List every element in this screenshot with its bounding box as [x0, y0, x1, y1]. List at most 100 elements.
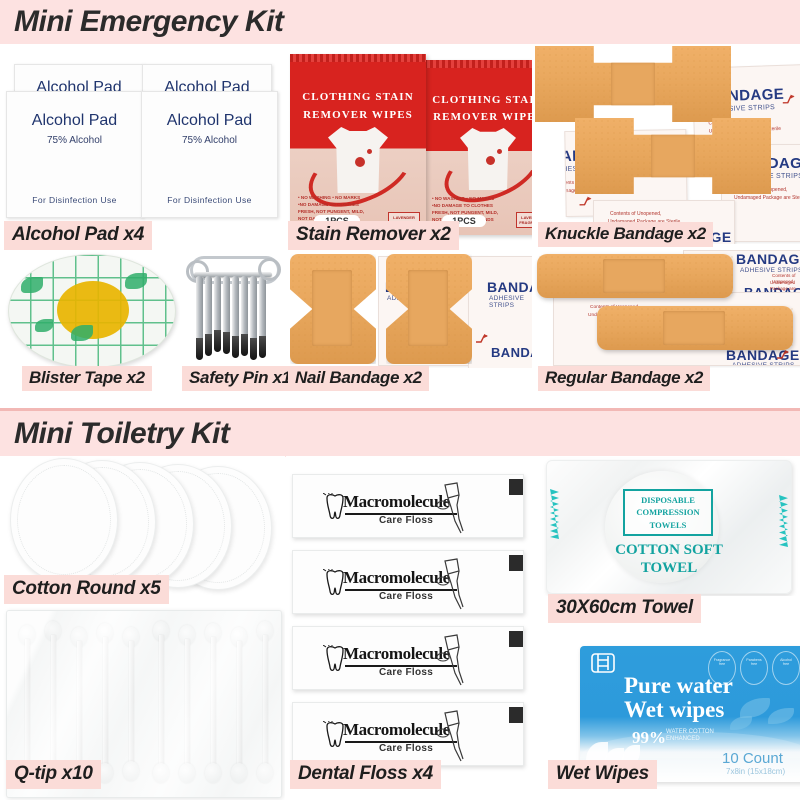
item-nail-bandage: BANDAGE ADHESIVE STRIPS BANDAGE Contents… [286, 250, 532, 368]
qtip-stick [76, 641, 82, 769]
safety-pin-tip [259, 336, 266, 358]
bandage-pad [408, 270, 448, 346]
bandage-pad [651, 134, 695, 178]
qtip-bud [257, 763, 273, 783]
section-header-emergency: Mini Emergency Kit [0, 0, 800, 44]
wet-wipes-size: 7x8in (15x18cm) [726, 767, 786, 776]
floss-pick-icon [435, 709, 475, 765]
alcohol-pad-front-left: Alcohol Pad 75% Alcohol For Disinfection… [6, 91, 143, 218]
floss-underline [345, 513, 457, 515]
qtip-stick [184, 639, 190, 769]
floss-subtitle: Care Floss [379, 515, 434, 526]
item-regular-bandage: BANDAGE ADHESIVE STRIPS BANDAGE Contents… [533, 250, 800, 368]
stain-remover-line2: REMOVER WIPES [303, 109, 413, 121]
safety-pin-bundle [180, 250, 286, 368]
qtip [123, 627, 139, 781]
shirt-graphic [328, 127, 388, 193]
knuckle-bandage-top [535, 46, 731, 122]
floss-pick-icon [435, 557, 475, 613]
qtip-stick [158, 635, 164, 769]
safety-pin [241, 276, 248, 346]
alcohol-pad-footer: For Disinfection Use [167, 195, 252, 205]
tooth-icon [323, 721, 347, 751]
blister-leaf-icon [21, 277, 43, 293]
blister-leaf-icon [71, 325, 93, 341]
badge-fragrance-free: Fragrance free [708, 651, 736, 685]
stain-remover-sachet-front: CLOTHING STAIN REMOVER WIPES • NO WASHIN… [290, 54, 426, 236]
qtip [257, 621, 273, 783]
caption-qtip: Q-tip x10 [6, 760, 101, 789]
alcohol-pad-footer: For Disinfection Use [32, 195, 117, 205]
bandage-subtitle: ADHESIVE STRIPS [740, 267, 800, 274]
regular-bandage-bottom [597, 306, 793, 350]
bandage-logo-icon [578, 196, 592, 207]
caption-knuckle-bandage: Knuckle Bandage x2 [538, 222, 713, 247]
caption-alcohol-pad: Alcohol Pad x4 [4, 221, 153, 250]
tooth-icon [323, 645, 347, 675]
caption-regular-bandage: Regular Bandage x2 [538, 366, 711, 391]
floss-subtitle: Care Floss [379, 743, 434, 754]
floss-brand: Macromolecule [343, 568, 450, 587]
stain-remover-line1: CLOTHING STAIN [302, 91, 414, 103]
item-safety-pin [180, 250, 286, 368]
tooth-icon [323, 569, 347, 599]
bandage-wrapper: BANDAGE ADHESIVE STRIPS Contents of Unop… [564, 128, 688, 218]
qtip [231, 627, 247, 783]
qtip-stick [50, 635, 56, 769]
floss-tear-tab [509, 707, 523, 723]
qtip [205, 623, 221, 783]
alcohol-pad-subtitle: 75% Alcohol [46, 135, 103, 146]
leaf-decoration [730, 716, 752, 730]
stain-remover-sachet-back: CLOTHING STAIN REMOVER WIPES • NO WASHIN… [424, 60, 532, 235]
cotton-round [10, 458, 118, 582]
badge-parabens-free: Parabens free [740, 651, 768, 685]
package-seal [550, 489, 559, 539]
floss-subtitle: Care Floss [379, 591, 434, 602]
caption-towel: 30X60cm Towel [548, 594, 701, 623]
towel-box-line3: TOWELS [649, 519, 687, 530]
qtip-stick [128, 641, 134, 767]
shirt-graphic [460, 128, 516, 190]
qtip-stick [210, 637, 216, 769]
wet-wipes-title-line1: Pure water [624, 673, 733, 698]
floss-tear-tab [509, 555, 523, 571]
item-wet-wipes: Fragrance free Parabens free Alcohol fre… [534, 636, 800, 800]
qtip [97, 623, 113, 783]
floss-underline [345, 589, 457, 591]
leaf-decoration [768, 708, 794, 724]
qtip-stick [236, 641, 242, 769]
stain-spot [486, 156, 495, 165]
nail-bandage-left [290, 254, 376, 364]
safety-pin [214, 276, 221, 342]
blister-tape-oval [8, 254, 176, 368]
bandage-pad [603, 259, 665, 293]
stain-spot [355, 157, 365, 167]
alcohol-pad-front-right: Alcohol Pad 75% Alcohol For Disinfection… [141, 91, 278, 218]
package-seal [779, 495, 788, 547]
bandage-subtitle: ADHESIVE STRIPS [489, 295, 525, 309]
caption-cotton-round: Cotton Round x5 [4, 575, 169, 604]
alcohol-pad-subtitle: 75% Alcohol [181, 135, 238, 146]
wet-wipes-percent-note-1: WATER COTTON [666, 729, 714, 735]
bandage-pad [611, 62, 655, 106]
towel-package: DISPOSABLE COMPRESSION TOWELS COTTON SOF… [546, 460, 792, 594]
safety-pin [196, 276, 203, 350]
safety-pin-tip [232, 336, 239, 358]
wet-wipes-title-line2: Wet wipes [624, 697, 725, 722]
caption-wet-wipes: Wet Wipes [548, 760, 657, 789]
item-knuckle-bandage: BANDAGE ADHESIVE STRIPS Contents of Unop… [533, 44, 800, 244]
floss-pick-icon [435, 481, 475, 537]
safety-pin [250, 276, 257, 350]
safety-pin-shaft [194, 272, 272, 277]
blister-leaf-icon [125, 273, 147, 289]
section-title-toiletry: Mini Toiletry Kit [14, 417, 230, 450]
safety-pin [259, 276, 266, 348]
towel-name-line1: COTTON SOFT [615, 542, 723, 558]
qtip-stick [24, 639, 30, 769]
brand-logo-icon [590, 652, 616, 674]
bandage-wrapper: BANDAGE ADHESIVE STRIPS BANDAGE [468, 256, 532, 368]
bandage-pad [663, 311, 725, 345]
towel-box-line1: DISPOSABLE [641, 495, 695, 505]
floss-brand: Macromolecule [343, 644, 450, 663]
